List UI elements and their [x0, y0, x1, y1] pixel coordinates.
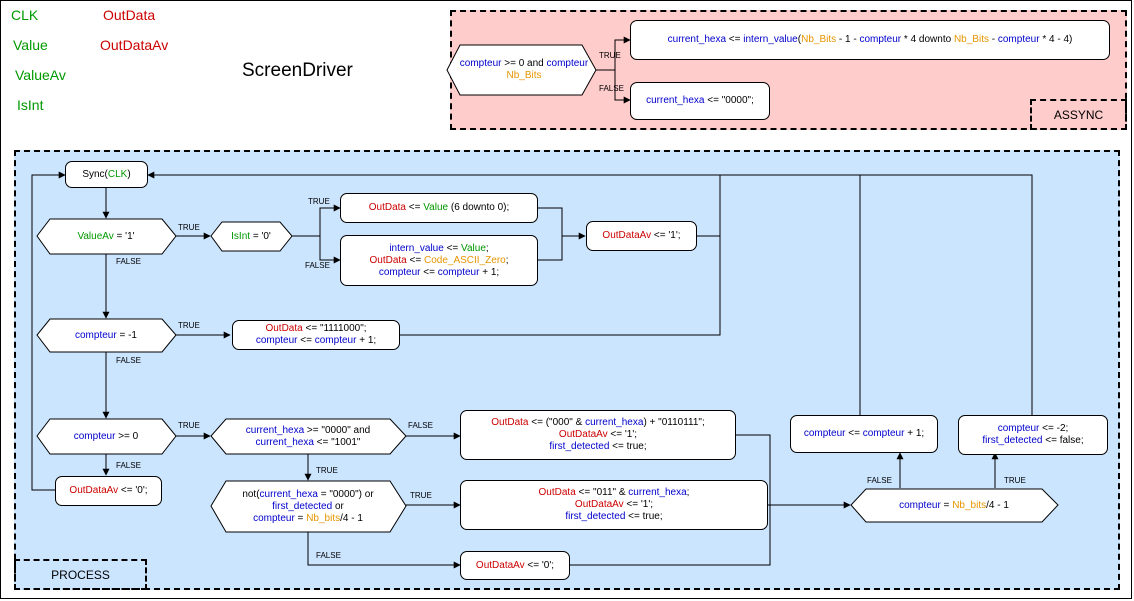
isint-condition: IsInt = '0'	[231, 230, 271, 242]
compteur-m1-condition: compteur = -1	[75, 329, 137, 341]
compteur-m1-condition-shape	[36, 318, 177, 353]
edge-label-true: TRUE	[410, 491, 432, 500]
edge-label-true: TRUE	[316, 466, 338, 475]
edge-label-false: FALSE	[316, 551, 341, 560]
nbbits-condition-shape	[850, 488, 1059, 523]
hexa-range-condition-shape	[210, 418, 407, 455]
edge-label-true: TRUE	[308, 197, 330, 206]
process-label: PROCESS	[14, 559, 147, 590]
compteur-ge0-condition: compteur >= 0	[73, 430, 139, 442]
edge-label-true: TRUE	[178, 421, 200, 430]
async-condition-shape	[446, 44, 597, 96]
edge-label-true: TRUE	[1004, 476, 1026, 485]
async-false-label: FALSE	[599, 84, 624, 93]
async-false-box: current_hexa <= "0000";	[630, 82, 770, 120]
edge-label-false: FALSE	[305, 261, 330, 270]
edge-label-false: FALSE	[408, 421, 433, 430]
valueav-condition: ValueAv = '1'	[77, 230, 135, 242]
signal-valueav: ValueAv	[15, 67, 66, 83]
outdataav-one-box: OutDataAv <= '1';	[586, 221, 697, 251]
compteur-ge0-condition-shape	[36, 418, 177, 455]
signal-outdataav: OutDataAv	[100, 37, 169, 53]
not-condition: not(current_hexa = "0000") or first_dete…	[242, 488, 374, 524]
edge-label-false: FALSE	[116, 356, 141, 365]
outdataav-zero-box-left: OutDataAv <= '0';	[55, 476, 162, 506]
edge-label-true: TRUE	[178, 223, 200, 232]
compteur-reset-box: compteur <= -2; first_detected <= false;	[958, 415, 1108, 455]
signal-outdata: OutData	[103, 7, 156, 23]
outdata-value-box: OutData <= Value (6 downto 0);	[340, 193, 538, 223]
outdata-011-hexa-box: OutData <= "011" & current_hexa; OutData…	[460, 480, 768, 530]
not-condition-shape	[210, 480, 407, 533]
valueav-condition-shape	[36, 218, 177, 255]
signal-clk: CLK	[11, 7, 39, 23]
async-true-label: TRUE	[599, 51, 621, 60]
hexa-range-condition: current_hexa >= "0000" and current_hexa …	[245, 424, 371, 448]
outdataav-zero-box-bottom: OutDataAv <= '0';	[460, 551, 570, 580]
edge-label-false: FALSE	[116, 461, 141, 470]
edge-label-true: TRUE	[178, 321, 200, 330]
outdata-000-hexa-box: OutData <= ("000" & current_hexa) + "011…	[460, 410, 736, 460]
async-condition: compteur >= 0 and compteur Nb_Bits	[459, 58, 589, 81]
edge-label-false: FALSE	[116, 257, 141, 266]
signal-value: Value	[13, 37, 48, 53]
intern-value-box: intern_value <= Value; OutData <= Code_A…	[340, 235, 538, 286]
compteur-increment-box: compteur <= compteur + 1;	[790, 415, 938, 453]
outdata-1111000-box: OutData <= "1111000"; compteur <= compte…	[232, 320, 400, 350]
signal-isint: IsInt	[17, 97, 44, 113]
nbbits-condition: compteur = Nb_bits/4 - 1	[899, 499, 1009, 511]
diagram-title: ScreenDriver	[242, 60, 353, 81]
isint-condition-shape	[210, 221, 293, 252]
async-true-box: current_hexa <= intern_value(Nb_Bits - 1…	[630, 20, 1110, 60]
async-label: ASSYNC	[1030, 99, 1127, 130]
edge-label-false: FALSE	[867, 476, 892, 485]
sync-box: Sync(CLK)	[65, 161, 148, 188]
